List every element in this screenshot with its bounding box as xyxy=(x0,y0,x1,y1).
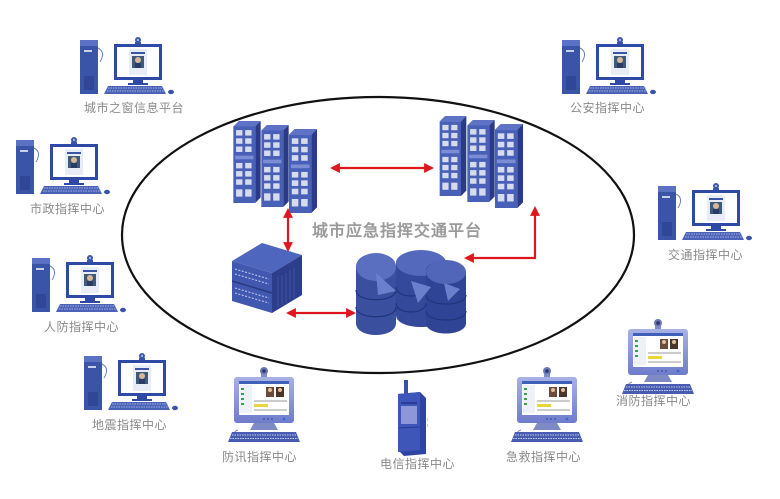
database-icon xyxy=(355,250,467,335)
command-center-node xyxy=(227,366,301,443)
command-center-node xyxy=(561,36,657,95)
mobile-phone-icon xyxy=(397,379,429,457)
command-center-node xyxy=(83,352,179,411)
arrow-database-to-rack-right xyxy=(464,206,540,263)
node-label: 交通指挥中心 xyxy=(668,248,744,262)
crt-monitor-icon xyxy=(621,318,695,395)
desktop-computer-icon xyxy=(83,352,179,411)
desktop-computer-icon xyxy=(657,182,753,241)
server-rack-left xyxy=(233,121,317,213)
network-switch-icon xyxy=(231,243,302,313)
command-center-node xyxy=(15,136,111,195)
command-center-node xyxy=(79,36,175,95)
node-label: 市政指挥中心 xyxy=(30,202,106,216)
node-label: 城市之窗信息平台 xyxy=(84,101,185,115)
desktop-computer-icon xyxy=(31,254,127,313)
node-label: 人防指挥中心 xyxy=(44,320,120,334)
platform-title: 城市应急指挥交通平台 xyxy=(312,221,483,240)
desktop-computer-icon xyxy=(79,36,175,95)
command-center-node xyxy=(510,366,584,443)
platform-boundary-ellipse xyxy=(120,95,636,375)
node-label: 消防指挥中心 xyxy=(616,394,692,408)
command-center-node xyxy=(397,379,429,457)
server-rack-icon xyxy=(233,121,317,213)
node-label: 急救指挥中心 xyxy=(506,450,582,464)
command-center-node xyxy=(31,254,127,313)
node-label: 防讯指挥中心 xyxy=(222,450,298,464)
crt-monitor-icon xyxy=(227,366,301,443)
command-center-node xyxy=(621,318,695,395)
desktop-computer-icon xyxy=(15,136,111,195)
link-arrows xyxy=(283,163,540,318)
node-label: 电信指挥中心 xyxy=(380,457,456,471)
command-center-node xyxy=(657,182,753,241)
desktop-computer-icon xyxy=(561,36,657,95)
node-label: 公安指挥中心 xyxy=(570,101,646,115)
node-label: 地震指挥中心 xyxy=(92,418,168,432)
server-rack-icon xyxy=(439,116,523,208)
crt-monitor-icon xyxy=(510,366,584,443)
database-cluster xyxy=(355,250,467,335)
server-rack-right xyxy=(439,116,523,208)
network-switch xyxy=(231,243,302,313)
